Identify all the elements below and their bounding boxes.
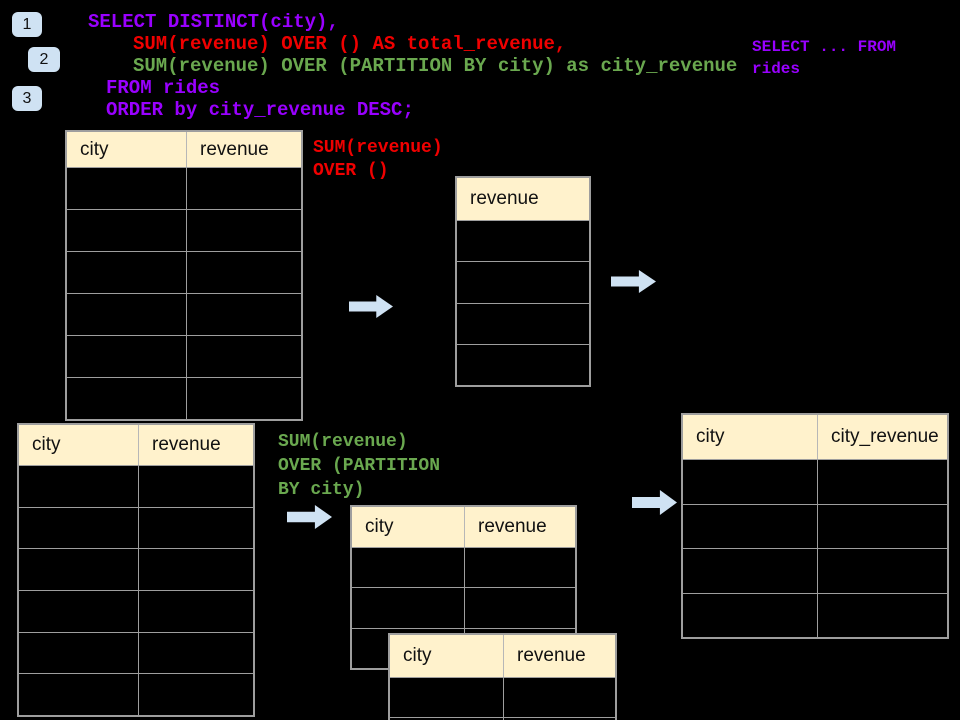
table-row	[19, 673, 253, 716]
table-header-row: city revenue	[67, 132, 301, 167]
table-partition-step: city revenue	[350, 505, 577, 670]
table-row	[683, 503, 947, 548]
table-row	[19, 506, 253, 549]
table-header-row: city revenue	[19, 425, 253, 465]
table-row	[67, 293, 301, 335]
table-row	[19, 465, 253, 507]
table-row	[19, 631, 253, 674]
table-row	[352, 547, 575, 588]
table-row	[457, 343, 589, 385]
table-header-row: city revenue	[390, 635, 615, 677]
arrow-right-icon	[611, 270, 656, 293]
sql-from-line: FROM rides	[106, 77, 221, 99]
column-header-city: city	[67, 132, 187, 167]
table-source-bottom: city revenue	[17, 423, 255, 718]
column-header-revenue: revenue	[200, 138, 269, 160]
arrow-right-icon	[349, 295, 393, 318]
sql-order-line: ORDER by city_revenue DESC;	[106, 99, 414, 121]
table-row	[67, 209, 301, 251]
select-from-rides-note: SELECT ... FROM rides	[752, 38, 897, 78]
table-row	[683, 548, 947, 593]
table-row	[67, 377, 301, 419]
arrow-right-icon	[632, 490, 677, 515]
column-header-city: city	[683, 415, 818, 459]
table-partition-step-overlay: city revenue	[388, 633, 617, 720]
table-row	[67, 335, 301, 377]
column-header-revenue: revenue	[478, 516, 547, 537]
table-row	[457, 220, 589, 261]
table-row	[67, 167, 301, 209]
annotation-total-window: SUM(revenue) OVER ()	[313, 138, 443, 181]
annotation-partition-window: SUM(revenue) OVER (PARTITION BY city)	[278, 432, 441, 500]
column-header-revenue: revenue	[470, 188, 539, 209]
arrow-right-icon	[287, 505, 332, 529]
sql-partition-line: SUM(revenue) OVER (PARTITION BY city) as…	[133, 55, 738, 77]
column-header-city-revenue: city_revenue	[831, 426, 939, 447]
table-row	[457, 302, 589, 344]
step-badge-3: 3	[12, 86, 42, 111]
step-badge-1: 1	[12, 12, 42, 37]
table-row	[19, 590, 253, 632]
column-header-city: city	[352, 507, 465, 547]
table-row	[683, 592, 947, 637]
step-badge-2: 2	[28, 47, 60, 72]
table-result: city city_revenue	[681, 413, 949, 639]
table-source-top: city revenue	[65, 130, 303, 421]
table-row	[19, 548, 253, 591]
table-header-row: city revenue	[352, 507, 575, 547]
table-header-row: revenue	[457, 178, 589, 220]
table-row	[683, 459, 947, 504]
table-row	[67, 251, 301, 293]
table-row	[352, 587, 575, 628]
column-header-revenue: revenue	[152, 434, 221, 455]
table-row	[390, 677, 615, 717]
sql-total-revenue-line: SUM(revenue) OVER () AS total_revenue,	[133, 33, 567, 55]
sql-select-line: SELECT DISTINCT(city),	[88, 11, 339, 33]
table-header-row: city city_revenue	[683, 415, 947, 459]
table-row	[390, 717, 615, 720]
column-header-city: city	[19, 425, 139, 465]
table-total-revenue: revenue	[455, 176, 591, 388]
table-row	[457, 261, 589, 302]
column-header-city: city	[390, 635, 504, 677]
column-header-revenue: revenue	[517, 645, 586, 666]
